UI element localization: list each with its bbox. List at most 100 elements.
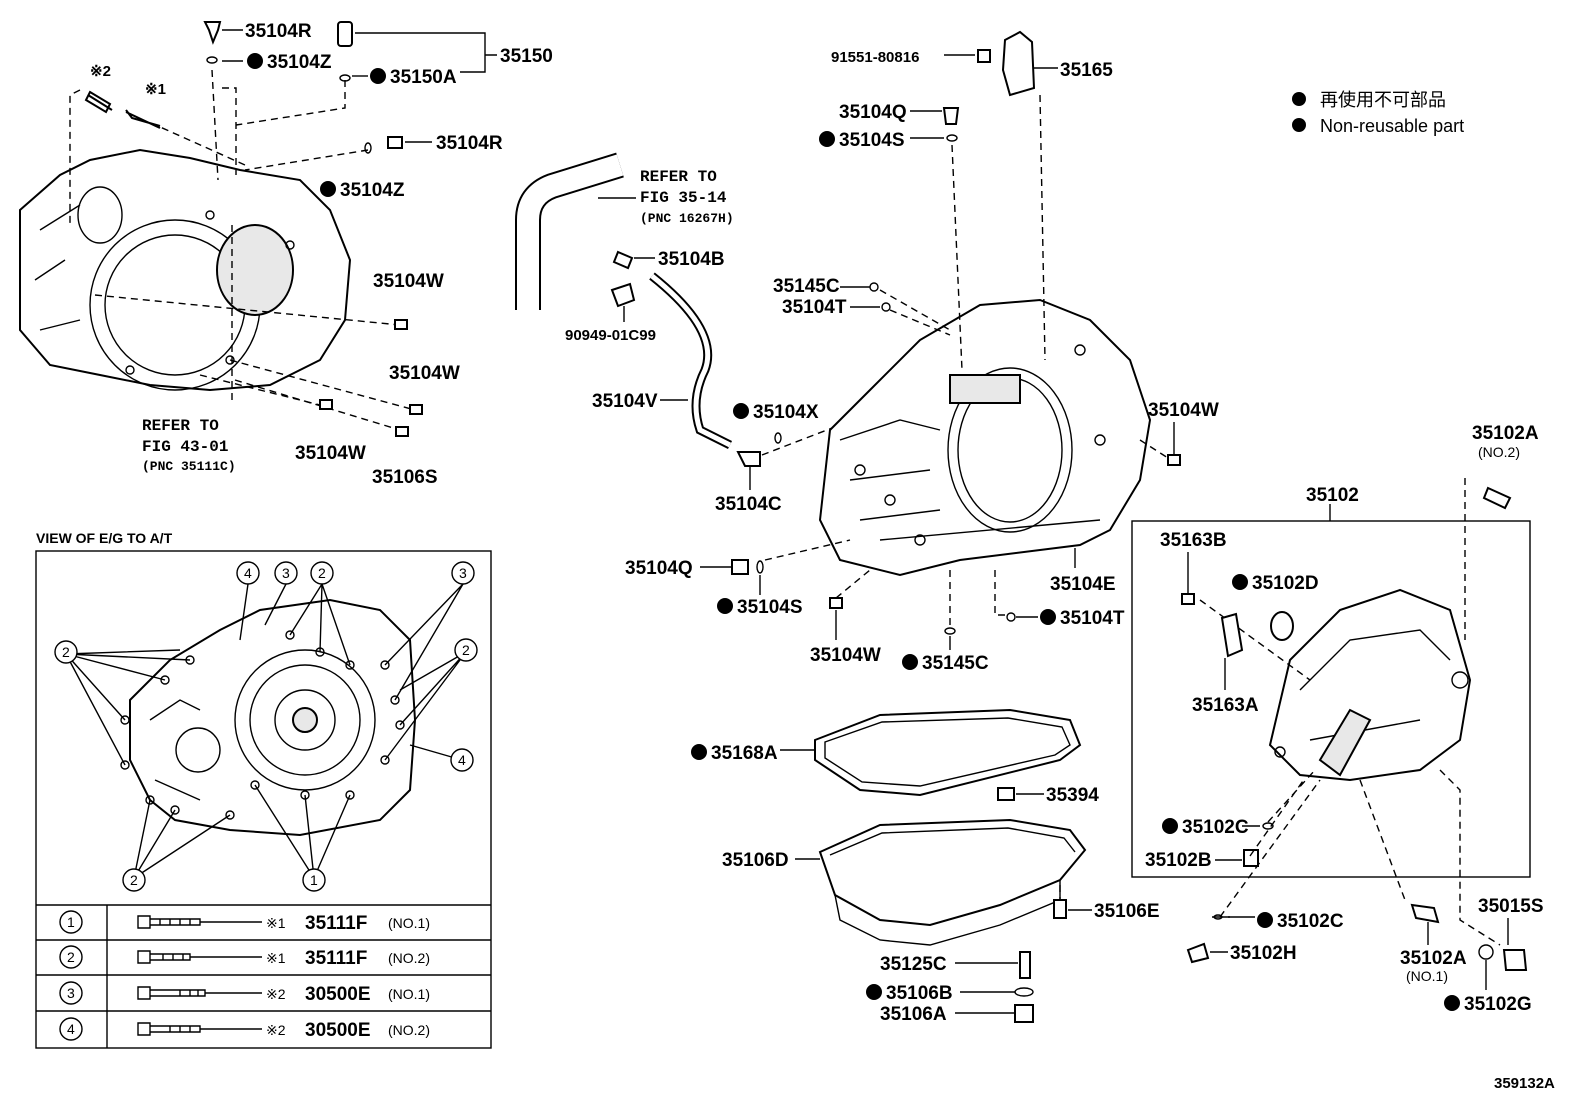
bolt-icon [1181,593,1195,605]
plug-icon [1186,942,1210,964]
part-35104C[interactable]: 35104C [715,494,782,515]
oil-seal-icon [1270,611,1294,641]
part-35104X[interactable]: 35104X [753,402,819,423]
row-part[interactable]: 30500E [305,1020,371,1041]
part-35163B[interactable]: 35163B [1160,530,1227,551]
part-35015S[interactable]: 35015S [1478,896,1544,917]
part-35104Q-a[interactable]: 35104Q [839,102,907,123]
part-35106D[interactable]: 35106D [722,850,789,871]
part-35102[interactable]: 35102 [1306,485,1359,506]
callout-2: 2 [318,565,326,581]
part-35165[interactable]: 35165 [1060,60,1113,81]
row-num: 2 [67,949,75,965]
part-35104W-d[interactable]: 35104W [1148,400,1219,421]
drain-plug-icon [1014,1004,1034,1023]
bolt-icon [84,90,161,129]
gasket-icon [364,142,372,154]
row-no: (NO.2) [388,950,430,966]
diagram-id: 359132A [1494,1075,1555,1092]
callout-leaders [65,583,467,879]
part-35104W-c[interactable]: 35104W [295,443,366,464]
part-35104R-a[interactable]: 35104R [245,21,312,42]
pin-icon [409,404,423,415]
part-35102A-a[interactable]: 35102A [1472,423,1539,444]
part-35145C-b[interactable]: 35145C [922,653,989,674]
row-part[interactable]: 30500E [305,984,371,1005]
part-91551-80816[interactable]: 91551-80816 [831,49,919,66]
part-35104S-a[interactable]: 35104S [839,130,905,151]
row-part[interactable]: 35111F [305,948,367,969]
plug-icon [1502,949,1528,971]
clamp-icon [610,282,636,308]
part-35106E[interactable]: 35106E [1094,901,1160,922]
extension-housing-box [1131,520,1531,878]
gasket-icon [1478,944,1494,960]
part-35106B[interactable]: 35106B [886,983,953,1004]
plug-icon [1243,849,1259,867]
part-35104Q-b[interactable]: 35104Q [625,558,693,579]
part-35104R-b[interactable]: 35104R [436,133,503,154]
part-35104T-a[interactable]: 35104T [782,297,847,318]
row-num: 3 [67,985,75,1001]
bolt-table-row: 4 ※2 30500E (NO.2) [59,1017,430,1041]
pin-icon [394,319,408,330]
part-35102D[interactable]: 35102D [1252,573,1319,594]
mark-2: ※2 [90,63,111,80]
bolt-table-row: 2 ※1 35111F (NO.2) [59,945,430,969]
part-35150[interactable]: 35150 [500,46,553,67]
part-35106S[interactable]: 35106S [372,467,438,488]
bolt-table-row: 3 ※2 30500E (NO.1) [59,981,430,1005]
part-35394[interactable]: 35394 [1046,785,1099,806]
bolt-icon [977,49,991,63]
gasket-icon [206,56,218,64]
legend-jp: 再使用不可部品 [1320,90,1446,110]
part-35104Z-a[interactable]: 35104Z [267,52,332,73]
part-35104W-b[interactable]: 35104W [389,363,460,384]
ref-fig43-line3: (PNC 35111C) [142,459,236,474]
part-35104B[interactable]: 35104B [658,249,725,270]
part-35102H[interactable]: 35102H [1230,943,1297,964]
part-35104E[interactable]: 35104E [1050,574,1116,595]
callout-4: 4 [244,565,252,581]
bolt-table-row: 1 ※1 35111F (NO.1) [59,910,430,934]
callout-2: 2 [62,644,70,660]
row-num: 1 [67,914,75,930]
gasket-icon [339,74,351,82]
part-35106A[interactable]: 35106A [880,1004,947,1025]
row-part[interactable]: 35111F [305,913,367,934]
part-35150A[interactable]: 35150A [390,67,457,88]
ref-fig35-line3: (PNC 16267H) [640,211,734,226]
callout-1: 1 [310,872,318,888]
row-mark: ※1 [266,950,286,966]
part-35145C-a[interactable]: 35145C [773,276,840,297]
bolt-table [36,904,491,1048]
plug-icon [942,107,960,125]
part-35104S-b[interactable]: 35104S [737,597,803,618]
part-35102C-a[interactable]: 35102C [1182,817,1249,838]
ref-fig43-line1: REFER TO [142,417,219,435]
part-35104W-e[interactable]: 35104W [810,645,881,666]
part-35102B[interactable]: 35102B [1145,850,1212,871]
part-90949-01C99[interactable]: 90949-01C99 [565,327,656,344]
oil-pan [818,818,1087,946]
part-35125C[interactable]: 35125C [880,954,947,975]
part-35104T-b[interactable]: 35104T [1060,608,1125,629]
part-35104V[interactable]: 35104V [592,391,658,412]
extension-housing [1268,588,1472,782]
part-35102A-b[interactable]: 35102A [1400,948,1467,969]
part-35102G[interactable]: 35102G [1464,994,1532,1015]
part-35104Z-b[interactable]: 35104Z [340,180,405,201]
breather-hose [515,152,624,310]
part-35168A[interactable]: 35168A [711,743,778,764]
bolt-icon [1410,903,1440,924]
plug-icon [203,21,222,45]
plug-icon [387,136,403,149]
part-35163A[interactable]: 35163A [1192,695,1259,716]
part-35104W-a[interactable]: 35104W [373,271,444,292]
callout-3: 3 [459,565,467,581]
callout-circles: 4 3 2 3 2 2 4 2 1 [54,561,478,892]
legend-en: Non-reusable part [1320,116,1464,136]
part-35102C-b[interactable]: 35102C [1277,911,1344,932]
row-mark: ※2 [266,1022,286,1038]
